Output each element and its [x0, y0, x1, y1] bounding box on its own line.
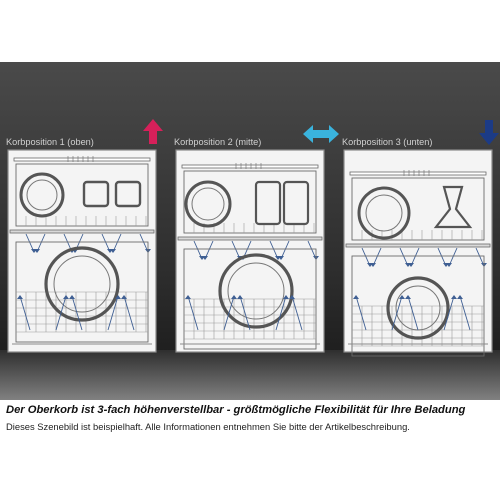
water-jet [275, 295, 287, 331]
water-jet [123, 295, 135, 331]
water-jet [355, 295, 367, 331]
water-arrow-icon [63, 295, 69, 299]
spray-shelf [177, 236, 323, 241]
water-arrow-icon [405, 295, 411, 299]
water-arrow-icon [289, 295, 295, 299]
water-arrow-icon [370, 263, 376, 267]
plate-outline [19, 172, 65, 218]
large-plate [386, 276, 450, 340]
large-plate [44, 246, 120, 322]
water-arrow-icon [121, 295, 127, 299]
arrow-both-icon [303, 125, 339, 143]
water-jet [459, 295, 471, 331]
basket-rail [13, 157, 151, 162]
panel-1: Korbposition 1 (oben) [6, 119, 163, 353]
water-jet [107, 295, 119, 331]
cabinet-interior [7, 149, 157, 353]
large-plate-inner [53, 255, 111, 313]
spray-shelf [9, 229, 155, 234]
water-arrow-icon [278, 256, 284, 260]
water-arrow-icon [399, 295, 405, 299]
plate-inner [191, 187, 225, 221]
upper-basket [351, 177, 485, 241]
water-jet [391, 295, 403, 331]
water-jet [407, 295, 419, 331]
water-arrow-icon [17, 295, 23, 299]
water-jet [19, 295, 31, 331]
water-arrow-icon [451, 295, 457, 299]
water-arrow-icon [185, 295, 191, 299]
cup [114, 180, 142, 208]
water-jet [223, 295, 235, 331]
water-jet [239, 295, 251, 331]
upper-basket [183, 170, 317, 234]
cup-basket [254, 180, 282, 226]
water-arrow-icon [115, 295, 121, 299]
water-jet [291, 295, 303, 331]
water-jet [71, 295, 83, 331]
panel-2: Korbposition 2 (mitte) [174, 125, 339, 353]
water-arrow-icon [408, 263, 414, 267]
water-arrow-icon [110, 249, 116, 253]
plate-outline [357, 186, 411, 240]
water-arrow-icon [202, 256, 208, 260]
upper-basket [15, 163, 149, 227]
wine-glass [433, 185, 473, 229]
arrow-up-icon [143, 119, 163, 144]
large-plate-inner [227, 262, 285, 320]
spray-shelf [345, 243, 491, 248]
panel-label: Korbposition 2 (mitte) [174, 137, 261, 147]
water-arrow-icon [446, 263, 452, 267]
water-arrow-icon [283, 295, 289, 299]
cup-basket [282, 180, 310, 226]
headline-caption: Der Oberkorb ist 3-fach höhenverstellbar… [6, 404, 466, 416]
water-arrow-icon [353, 295, 359, 299]
water-arrow-icon [69, 295, 75, 299]
cabinet-interior [343, 149, 493, 353]
plate-inner [365, 194, 403, 232]
plate-outline [184, 180, 232, 228]
cup [82, 180, 110, 208]
water-arrow-icon [34, 249, 40, 253]
large-plate [218, 253, 294, 329]
water-jet [187, 295, 199, 331]
disclaimer-caption: Dieses Szenebild ist beispielhaft. Alle … [6, 421, 410, 432]
panel-label: Korbposition 3 (unten) [342, 137, 432, 147]
water-jet [55, 295, 67, 331]
floor-reflection [0, 350, 500, 400]
panel-3: Korbposition 3 (unten) [342, 120, 499, 357]
water-arrow-icon [231, 295, 237, 299]
arrow-down-icon [479, 120, 499, 145]
water-jet [443, 295, 455, 331]
basket-rail [349, 171, 487, 176]
water-arrow-icon [457, 295, 463, 299]
plate-inner [26, 179, 58, 211]
basket-rail [181, 164, 319, 169]
water-arrow-icon [237, 295, 243, 299]
panel-label: Korbposition 1 (oben) [6, 137, 94, 147]
